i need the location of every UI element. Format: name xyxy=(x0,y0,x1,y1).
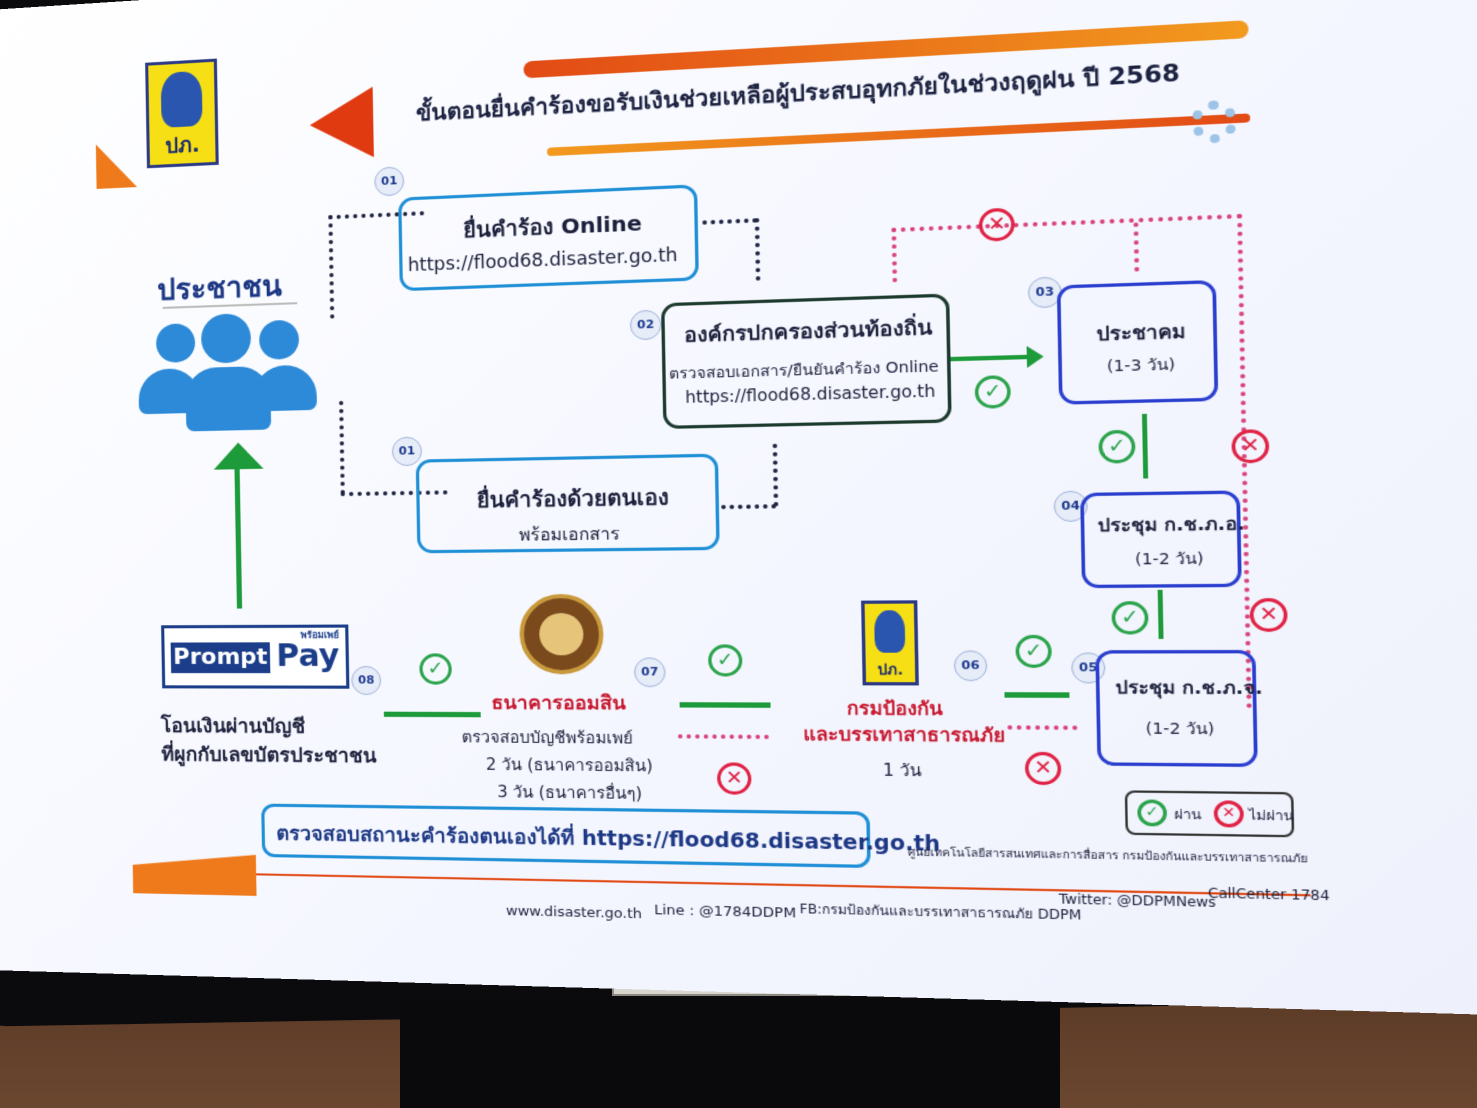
step-transfer-line2: ที่ผูกกับเลขบัตรประชาชน xyxy=(161,743,377,768)
cross-icon: ✕ xyxy=(1249,597,1288,632)
legend-box: ✓ ผ่าน ✕ ไม่ผ่าน xyxy=(1124,790,1295,838)
legend-fail: ไม่ผ่าน xyxy=(1248,807,1294,824)
reject-path-top xyxy=(891,213,1243,233)
reject-path-down xyxy=(891,227,898,283)
check-icon: ✓ xyxy=(974,375,1012,409)
footer-call: CallCenter 1784 xyxy=(1207,885,1330,904)
legend-pass: ผ่าน xyxy=(1174,806,1202,823)
connector-people-online xyxy=(328,215,335,319)
footer-fb: FB:กรมป้องกันและบรรเทาสาธารณภัย DDPM xyxy=(799,901,1082,923)
step-province-box xyxy=(1095,649,1258,768)
step-province-title: ประชุม ก.ช.ภ.จ. xyxy=(1115,676,1263,699)
reject-path-06 xyxy=(1007,725,1078,731)
ddpm-logo: ปภ. xyxy=(145,58,219,169)
step-community-title: ประชาคม xyxy=(1096,321,1186,347)
arrow-right-icon xyxy=(1026,345,1044,369)
step-bank-line3: 3 วัน (ธนาคารอื่นๆ) xyxy=(497,782,643,804)
check-icon: ✓ xyxy=(707,644,743,677)
step-self-title: ยื่นคำร้องด้วยตนเอง xyxy=(476,484,669,513)
ddpm-logo-small: ปภ. xyxy=(861,600,919,686)
cross-icon: ✕ xyxy=(1231,429,1270,464)
step-self-sub: พร้อมเอกสาร xyxy=(518,523,620,545)
step-online-title: ยื่นคำร้อง Online xyxy=(463,210,643,243)
cross-icon: ✕ xyxy=(716,762,752,795)
arrow-06-07 xyxy=(679,702,771,708)
cross-icon: ✕ xyxy=(978,207,1016,242)
connector-self-right xyxy=(721,504,777,510)
reject-path-03 xyxy=(1133,222,1140,272)
people-icon xyxy=(0,0,1477,432)
person-body-center xyxy=(185,365,272,432)
arrow-02-03 xyxy=(950,354,1030,362)
check-icon: ✓ xyxy=(1015,634,1053,668)
arrow-up-icon xyxy=(213,442,264,470)
check-icon: ✓ xyxy=(1111,601,1149,635)
step-number-08: 08 xyxy=(351,665,382,696)
person-head-left xyxy=(155,323,196,364)
gsb-bank-logo xyxy=(518,593,605,675)
person-head-center xyxy=(200,313,252,364)
footer-line-id: Line : @1784DDPM xyxy=(654,902,797,922)
connector-self-up xyxy=(772,443,779,507)
step-district-sub: (1-2 วัน) xyxy=(1134,550,1204,569)
person-head-right xyxy=(258,319,300,360)
arrow-04-05 xyxy=(1157,589,1164,639)
green-arrow-up xyxy=(234,465,243,609)
header-bar-lower xyxy=(546,113,1251,157)
promptpay-prompt: Prompt xyxy=(170,642,271,674)
step-number-01a: 01 xyxy=(374,166,405,197)
gear-icon xyxy=(1190,99,1239,145)
check-icon: ✓ xyxy=(1098,429,1136,464)
check-icon: ✓ xyxy=(1137,799,1168,827)
footer-web[interactable]: www.disaster.go.th xyxy=(505,903,643,923)
credit-text: ศูนย์เทคโนโลยีสารสนเทศและการสื่อสาร กรมป… xyxy=(907,846,1308,866)
step-district-title: ประชุม ก.ช.ภ.อ. xyxy=(1097,512,1245,536)
connector-online-down xyxy=(754,218,761,281)
check-icon: ✓ xyxy=(419,653,453,685)
corner-accent xyxy=(96,142,137,189)
hand-emblem-icon xyxy=(873,609,906,654)
arrow-03-04 xyxy=(1142,413,1149,479)
promptpay-pay: Pay xyxy=(275,638,340,675)
arrow-05-06 xyxy=(1004,692,1070,698)
gsb-bank-logo-inner xyxy=(538,612,584,656)
arrow-07-08 xyxy=(383,711,481,718)
step-bank-title: ธนาคารออมสิน xyxy=(491,692,626,715)
step-ddpm-title2: และบรรเทาสาธารณภัย xyxy=(803,724,1006,748)
logo-label-small: ปภ. xyxy=(877,662,904,679)
step-number-07: 07 xyxy=(633,657,666,688)
cross-icon: ✕ xyxy=(1024,751,1062,786)
step-bank-line2: 2 วัน (ธนาคารออมสิน) xyxy=(485,755,653,776)
promptpay-logo: พร้อมเพย์ Prompt Pay xyxy=(161,624,350,689)
footer-twitter: Twitter: @DDPMNews xyxy=(1058,891,1217,911)
step-number-02: 02 xyxy=(629,309,662,341)
step-transfer-line1: โอนเงินผ่านบัญชี xyxy=(160,714,306,739)
logo-label: ปภ. xyxy=(165,132,200,159)
poster-screen: ปภ. ขั้นตอนยื่นคำร้องขอรับเงินช่วยเหลือผ… xyxy=(0,0,1477,1016)
monitor-stand xyxy=(400,1000,1060,1108)
step-community-sub: (1-3 วัน) xyxy=(1106,356,1176,376)
footer-accent xyxy=(132,853,256,896)
step-number-06: 06 xyxy=(953,650,988,682)
step-bank-line1: ตรวจสอบบัญชีพร้อมเพย์ xyxy=(461,727,634,748)
reject-path-07 xyxy=(677,734,769,740)
connector-online-right xyxy=(702,218,758,225)
step-province-sub: (1-2 วัน) xyxy=(1145,720,1215,739)
step-number-01b: 01 xyxy=(391,436,423,467)
hand-emblem-icon xyxy=(160,70,204,128)
connector-people-self xyxy=(339,400,345,495)
cross-icon: ✕ xyxy=(1213,800,1244,828)
chevron-left-icon xyxy=(309,86,374,161)
step-ddpm-sub: 1 วัน xyxy=(882,760,922,781)
